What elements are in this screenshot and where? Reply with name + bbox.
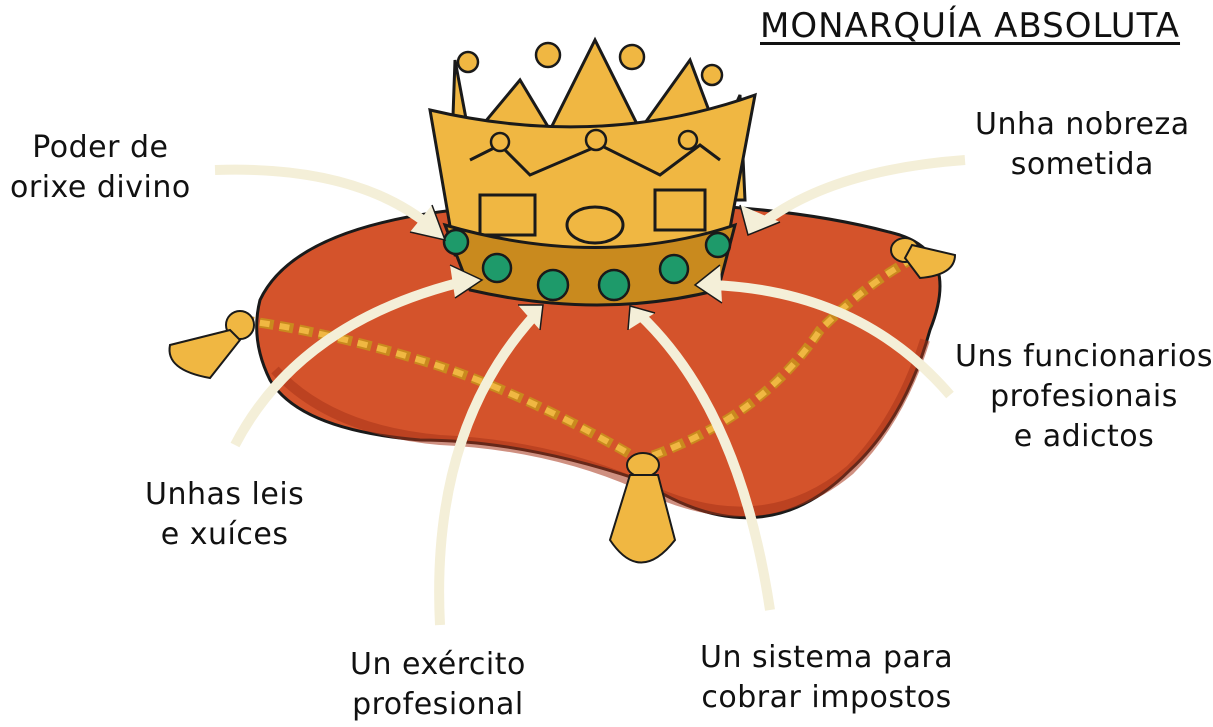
label-line: Un sistema para <box>700 640 954 675</box>
label-line: sometida <box>1010 147 1154 182</box>
arrow-army <box>434 304 544 626</box>
label-divine-origin: Poder de orixe divino <box>10 128 191 208</box>
label-line: Unhas leis <box>145 477 305 512</box>
label-line: e adictos <box>1013 419 1155 454</box>
label-line: Poder de <box>32 130 169 165</box>
label-line: profesional <box>352 687 524 722</box>
arrow-nobility <box>739 155 966 237</box>
arrow-taxes <box>627 305 775 611</box>
right-tassel-icon <box>890 237 957 280</box>
arrow-divine <box>214 164 447 242</box>
label-line: Un exército <box>350 647 526 682</box>
label-line: e xuíces <box>160 517 289 552</box>
bottom-tassel-icon <box>608 452 677 564</box>
label-officials: Uns funcionarios profesionais e adictos <box>955 337 1213 457</box>
label-nobility: Unha nobreza sometida <box>975 105 1190 185</box>
label-line: profesionais <box>990 379 1178 414</box>
arrows <box>214 155 966 626</box>
label-line: orixe divino <box>10 170 191 205</box>
label-line: Unha nobreza <box>975 107 1190 142</box>
crown-icon <box>428 36 757 307</box>
label-laws: Unhas leis e xuíces <box>145 475 304 555</box>
label-army: Un exército profesional <box>350 645 526 725</box>
label-line: cobrar impostos <box>701 680 952 715</box>
arrow-officials <box>693 264 954 399</box>
label-taxes: Un sistema para cobrar impostos <box>700 638 953 718</box>
page-title: MONARQUÍA ABSOLUTA <box>760 6 1181 46</box>
label-line: Uns funcionarios <box>955 339 1213 374</box>
arrow-laws <box>230 264 484 448</box>
left-tassel-icon <box>168 310 255 380</box>
cushion-icon <box>168 201 957 564</box>
